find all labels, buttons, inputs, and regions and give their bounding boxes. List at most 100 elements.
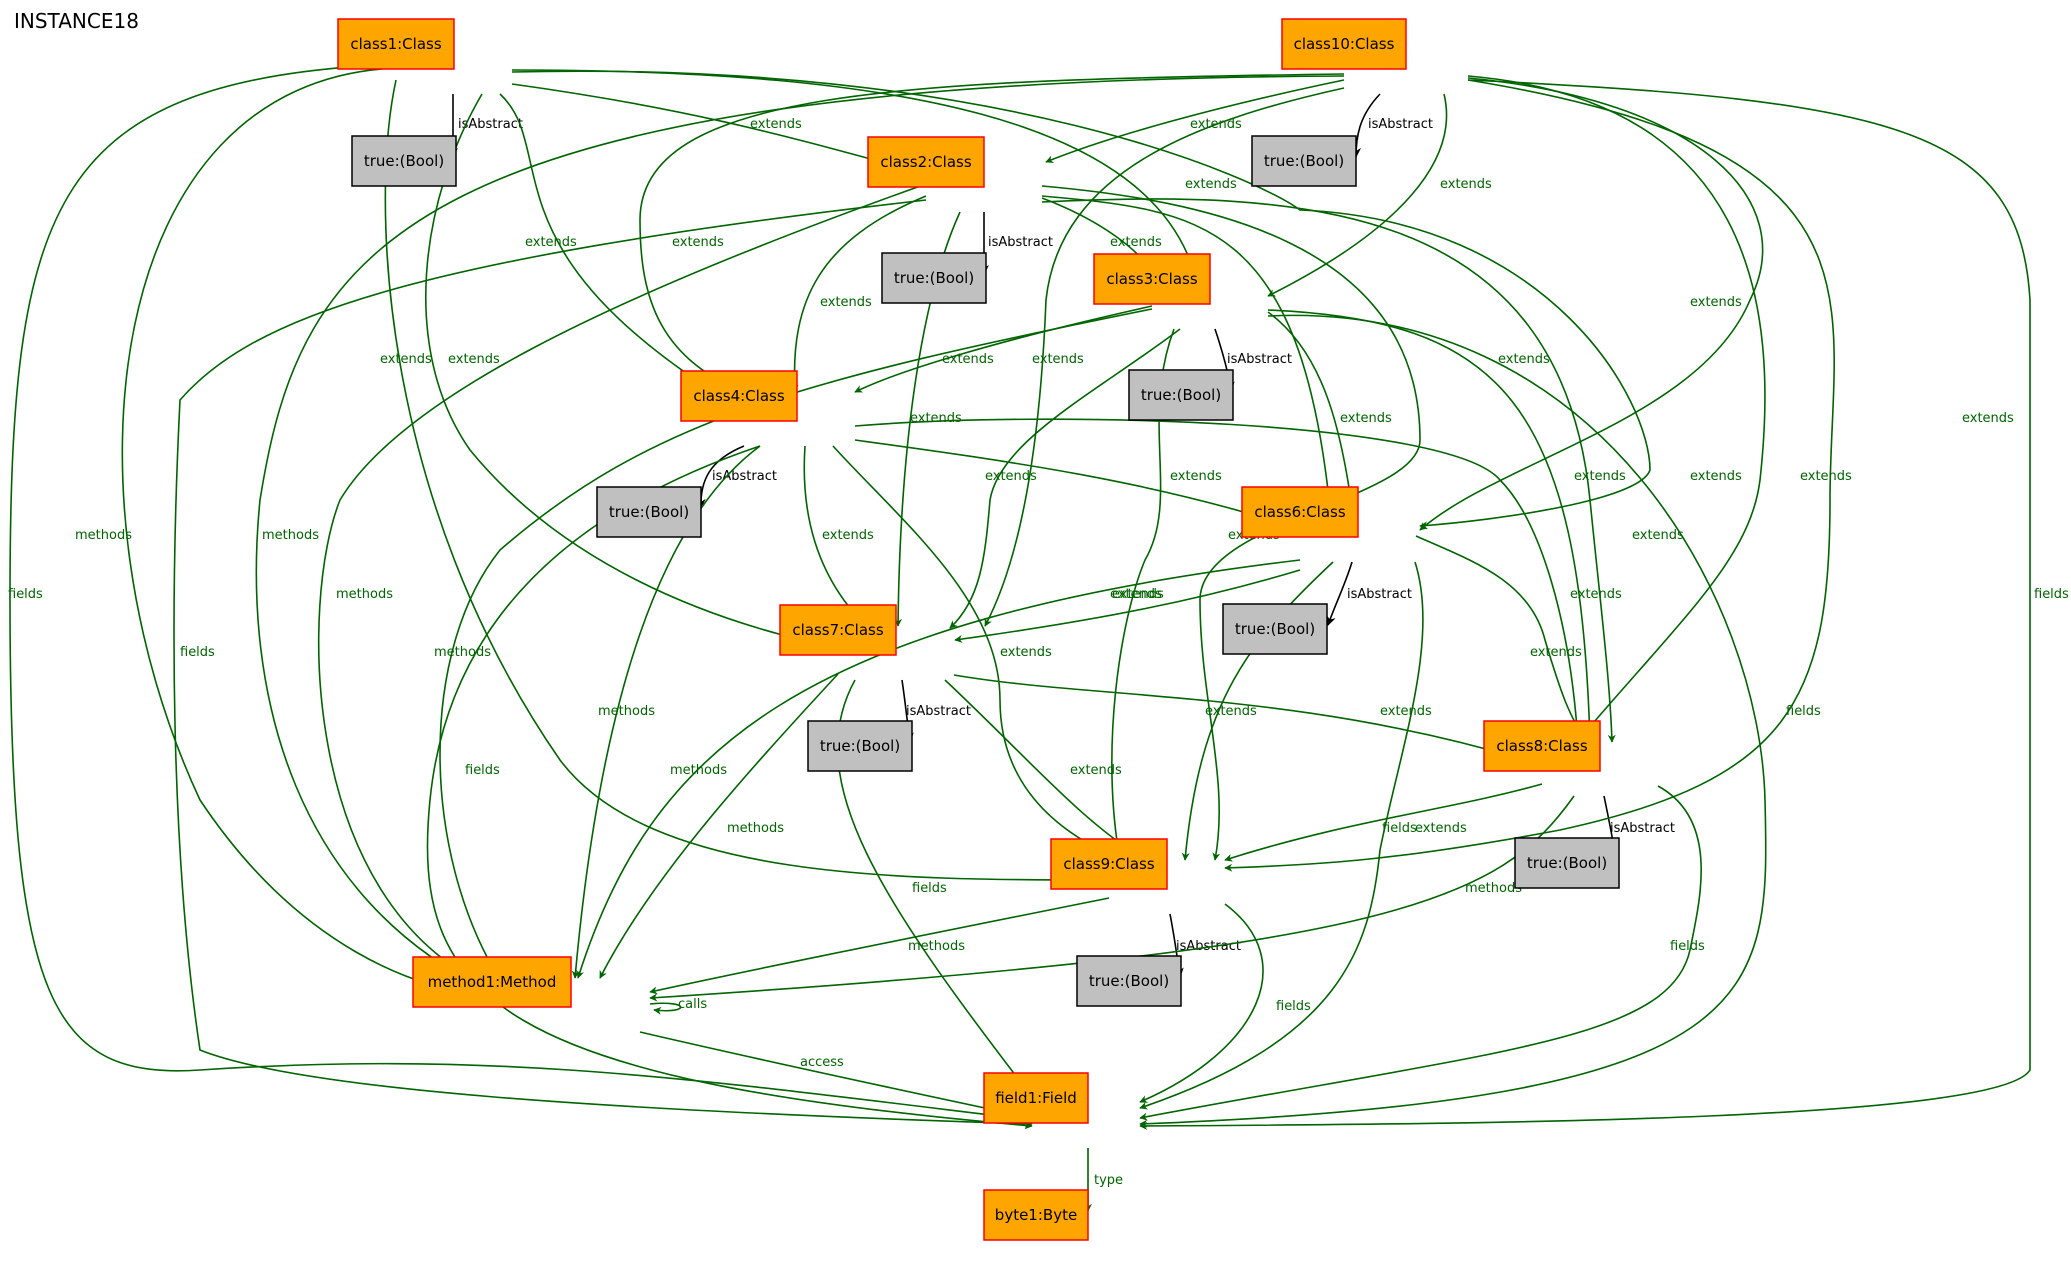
- node-class6[interactable]: class6:Class: [1241, 486, 1359, 538]
- edge-extends-20: extends: [984, 87, 1345, 627]
- edge-isabstract-4: isAbstract: [695, 445, 777, 509]
- edge-label: fields: [465, 763, 500, 778]
- node-b8[interactable]: true:(Bool): [1514, 837, 1620, 889]
- node-b10[interactable]: true:(Bool): [1251, 135, 1357, 187]
- edge-label: extends: [985, 469, 1037, 484]
- edge-line: [511, 70, 1651, 530]
- node-box: [1076, 955, 1182, 1007]
- node-b2[interactable]: true:(Bool): [881, 252, 987, 304]
- edge-label: extends: [1380, 704, 1432, 719]
- node-field1[interactable]: field1:Field: [983, 1072, 1089, 1124]
- node-label: class2:Class: [880, 153, 971, 171]
- edge-label: extends: [1690, 295, 1742, 310]
- edge-line: [576, 559, 1301, 979]
- edge-type-63: type: [1084, 1148, 1123, 1212]
- edge-fields-53: fields: [173, 199, 1033, 1128]
- node-label: byte1:Byte: [995, 1206, 1077, 1224]
- node-label: true:(Bool): [364, 152, 444, 170]
- edge-line: [854, 305, 1153, 393]
- edge-label: extends: [1440, 177, 1492, 192]
- node-class2[interactable]: class2:Class: [867, 136, 985, 188]
- edge-label: methods: [75, 528, 132, 543]
- node-b4[interactable]: true:(Bool): [596, 486, 702, 538]
- node-label: class3:Class: [1106, 270, 1197, 288]
- node-class4[interactable]: class4:Class: [680, 370, 798, 422]
- edge-extends-34: extends: [953, 674, 1539, 766]
- edge-extends-21: extends: [949, 328, 1181, 629]
- edge-line: [599, 673, 839, 979]
- edge-fields-56: fields: [1139, 903, 1311, 1103]
- edge-line: [954, 569, 1301, 643]
- edge-label: fields: [1276, 999, 1311, 1014]
- edge-line: [439, 308, 1153, 981]
- edge-methods-48: methods: [576, 559, 1301, 979]
- edge-line: [1267, 93, 1448, 297]
- edge-fields-58: fields: [1139, 785, 1705, 1121]
- edge-label: extends: [672, 235, 724, 250]
- node-class1[interactable]: class1:Class: [337, 18, 455, 70]
- node-box: [881, 252, 987, 304]
- node-box: [337, 18, 455, 70]
- edge-line: [121, 67, 489, 1000]
- edge-label: extends: [1498, 352, 1550, 367]
- edge-label: extends: [1205, 704, 1257, 719]
- edge-label: isAbstract: [988, 235, 1053, 250]
- edge-line: [1139, 785, 1702, 1121]
- edge-label: fields: [2034, 587, 2069, 602]
- node-b6[interactable]: true:(Bool): [1222, 603, 1328, 655]
- edge-line: [1415, 535, 1589, 743]
- node-b7[interactable]: true:(Bool): [807, 720, 913, 772]
- node-b3[interactable]: true:(Bool): [1128, 369, 1234, 421]
- edge-extends-23: extends: [954, 569, 1301, 643]
- node-b1[interactable]: true:(Bool): [351, 135, 457, 187]
- edge-label: extends: [1110, 235, 1162, 250]
- edge-label: extends: [1170, 469, 1222, 484]
- node-class3[interactable]: class3:Class: [1093, 253, 1211, 305]
- node-class9[interactable]: class9:Class: [1050, 838, 1168, 890]
- edge-label: extends: [750, 117, 802, 132]
- edge-extends-29: extends: [1467, 75, 2014, 751]
- edge-label: extends: [1032, 352, 1084, 367]
- node-label: class1:Class: [350, 35, 441, 53]
- node-box: [412, 956, 572, 1008]
- edge-line: [649, 897, 1110, 995]
- node-class7[interactable]: class7:Class: [779, 604, 897, 656]
- node-method1[interactable]: method1:Method: [412, 956, 572, 1008]
- edge-line: [384, 79, 1106, 884]
- edge-methods-47: methods: [571, 445, 761, 979]
- node-class10[interactable]: class10:Class: [1281, 18, 1407, 70]
- node-class8[interactable]: class8:Class: [1483, 720, 1601, 772]
- node-box: [1251, 135, 1357, 187]
- node-box: [807, 720, 913, 772]
- edge-line: [9, 63, 1033, 1124]
- edge-label: extends: [1340, 411, 1392, 426]
- edge-extends-37: extends: [1181, 561, 1334, 861]
- node-label: true:(Bool): [894, 269, 974, 287]
- edge-label: extends: [1632, 528, 1684, 543]
- node-label: method1:Method: [428, 973, 557, 991]
- node-box: [1222, 603, 1328, 655]
- edge-label: extends: [1690, 469, 1742, 484]
- edge-label: extends: [1800, 469, 1852, 484]
- edge-methods-43: methods: [75, 67, 489, 1000]
- node-box: [779, 604, 897, 656]
- node-byte1[interactable]: byte1:Byte: [983, 1189, 1089, 1241]
- node-label: true:(Bool): [1264, 152, 1344, 170]
- edge-line: [1139, 314, 1767, 1128]
- edge-extends-30: extends: [1041, 198, 1684, 743]
- edge-line: [499, 93, 736, 406]
- edge-fields-59: fields: [1139, 314, 1821, 1128]
- edge-line: [953, 674, 1539, 766]
- edge-extends-38: extends: [832, 445, 1123, 861]
- edge-label: methods: [598, 704, 655, 719]
- node-b9[interactable]: true:(Bool): [1076, 955, 1182, 1007]
- edge-label: extends: [1000, 645, 1052, 660]
- edge-line: [1139, 903, 1264, 1103]
- node-label: class4:Class: [693, 387, 784, 405]
- edge-label: extends: [1110, 587, 1162, 602]
- node-box: [1514, 837, 1620, 889]
- node-label: class10:Class: [1294, 35, 1395, 53]
- node-box: [1483, 720, 1601, 772]
- edge-access-62: access: [639, 1031, 1033, 1121]
- edge-label: fields: [912, 881, 947, 896]
